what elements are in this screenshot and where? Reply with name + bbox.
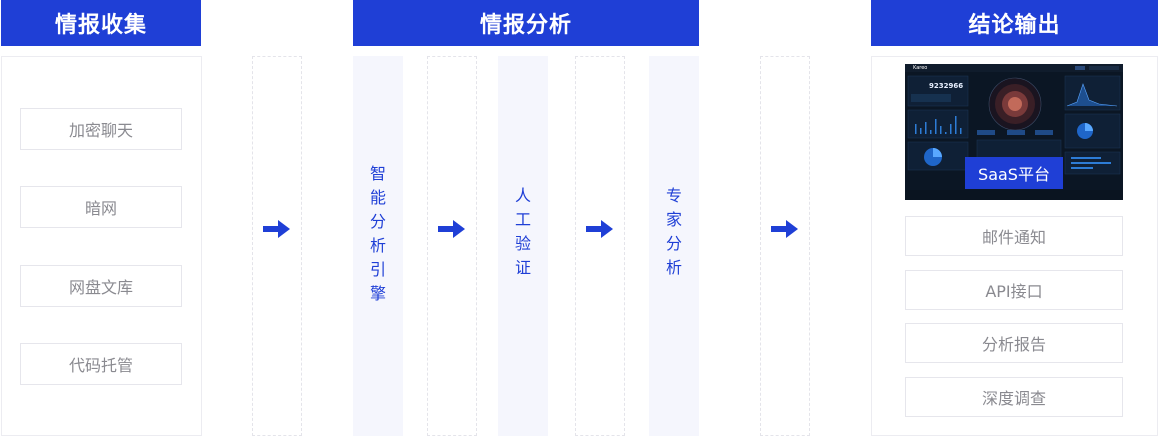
step-expert: 专 家 分 析	[649, 56, 699, 436]
output-report: 分析报告	[905, 323, 1123, 363]
step-engine-label: 智 能 分 析 引 擎	[369, 164, 386, 303]
source-netdisk: 网盘文库	[20, 265, 182, 307]
dashboard-metric: 9232966	[929, 82, 964, 90]
header-collect: 情报收集	[1, 0, 201, 46]
arrow-right-icon	[586, 220, 613, 238]
output-email: 邮件通知	[905, 216, 1123, 256]
arrow-right-icon	[438, 220, 465, 238]
connector-dashed-3	[575, 56, 625, 436]
source-encrypted-chat: 加密聊天	[20, 108, 182, 150]
step-expert-label: 专 家 分 析	[665, 186, 682, 277]
output-api: API接口	[905, 270, 1123, 310]
saas-dashboard-screenshot: Kareo 9232966	[905, 64, 1123, 200]
header-output: 结论输出	[871, 0, 1158, 46]
dashboard-graphic	[905, 64, 1123, 200]
arrow-right-icon	[263, 220, 290, 238]
source-darkweb: 暗网	[20, 186, 182, 228]
step-manual: 人 工 验 证	[498, 56, 548, 436]
step-engine: 智 能 分 析 引 擎	[353, 56, 403, 436]
dashboard-logo: Kareo	[913, 65, 928, 71]
connector-dashed-2	[427, 56, 477, 436]
connector-dashed-1	[252, 56, 302, 436]
header-analyze: 情报分析	[353, 0, 699, 46]
step-manual-label: 人 工 验 证	[514, 186, 531, 277]
connector-dashed-4	[760, 56, 810, 436]
output-investigation: 深度调查	[905, 377, 1123, 417]
arrow-right-icon	[771, 220, 798, 238]
source-code-hosting: 代码托管	[20, 343, 182, 385]
saas-platform-label: SaaS平台	[965, 157, 1063, 189]
